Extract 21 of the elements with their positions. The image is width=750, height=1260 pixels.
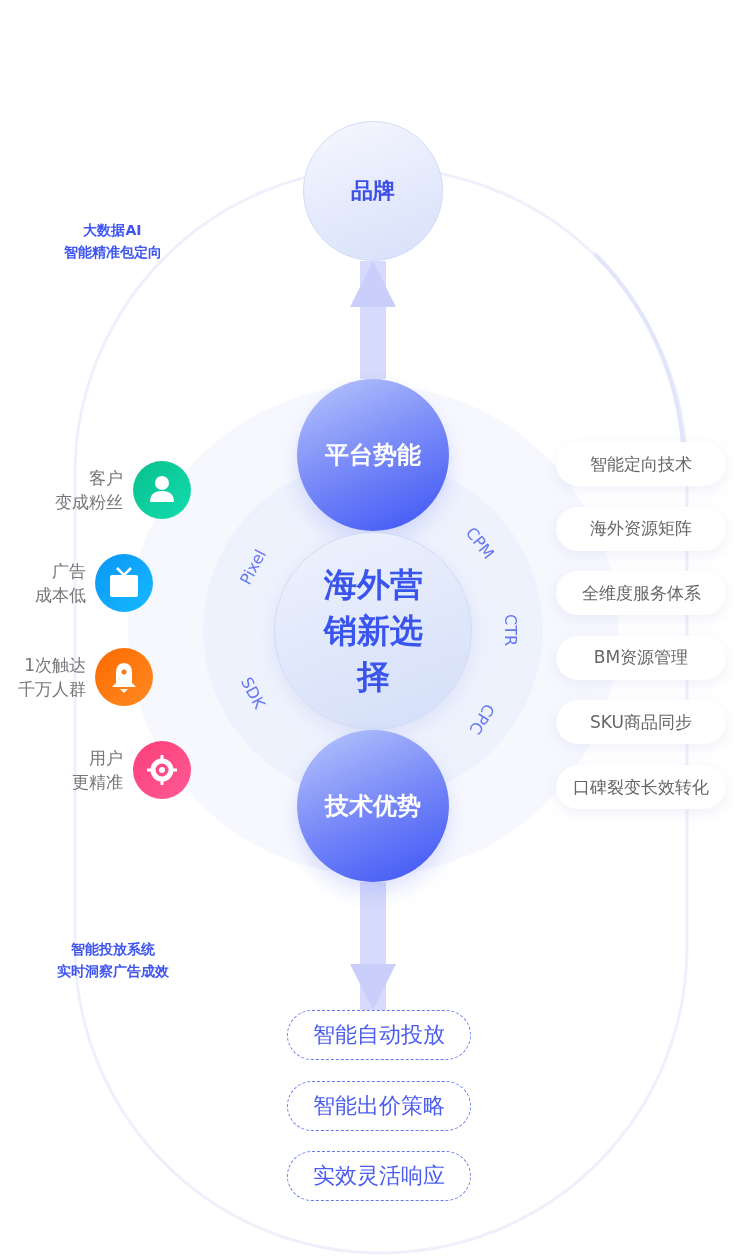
benefit-text: 用户更精准 [71, 747, 123, 794]
feature-note: 大数据AI智能精准包定向 [62, 221, 163, 262]
dashed-pill: 智能自动投放 [287, 1010, 471, 1060]
ring-label: SDK [236, 674, 270, 712]
benefit-text: 客户变成粉丝 [54, 467, 123, 514]
benefit-text: 广告成本低 [34, 560, 86, 607]
benefit-text: 1次触达千万人群 [17, 654, 86, 701]
tag-pill: BM资源管理 [556, 635, 726, 680]
feature-note: 智能投放系统实时洞察广告成效 [56, 940, 170, 981]
dashed-pill: 智能出价策略 [287, 1081, 471, 1131]
ring-label: Pixel [235, 546, 271, 588]
dashed-pill: 实效灵活响应 [287, 1151, 471, 1201]
brand-bubble: 品牌 [303, 121, 443, 261]
tag-pill: SKU商品同步 [556, 700, 726, 745]
tag-pill: 全维度服务体系 [556, 571, 726, 616]
tag-pill: 智能定向技术 [556, 442, 726, 486]
ring-label: CTR [500, 613, 520, 647]
arrow [350, 882, 396, 1010]
tag-pill: 口碑裂变长效转化 [556, 765, 726, 809]
arrow [350, 261, 396, 379]
tag-pill: 海外资源矩阵 [556, 506, 726, 551]
